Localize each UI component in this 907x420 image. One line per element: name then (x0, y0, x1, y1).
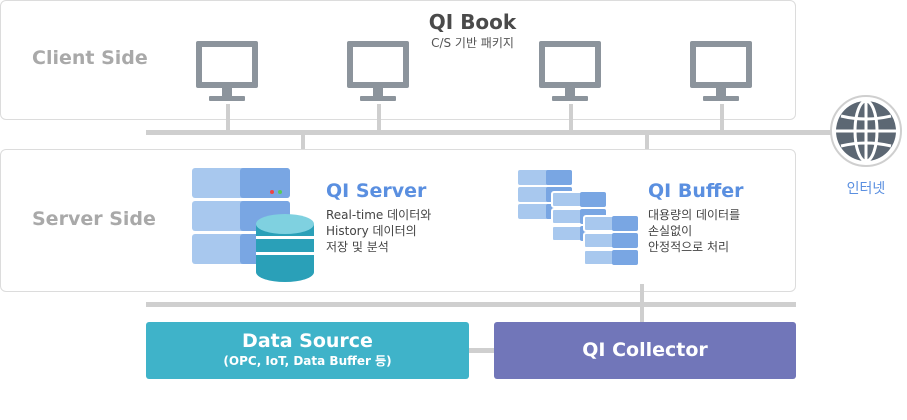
qi-collector-box: QI Collector (494, 322, 796, 379)
qi-buffer-desc-line: 안정적으로 처리 (648, 240, 730, 254)
qi-book-title: QI Book (428, 10, 517, 34)
connector-line (377, 104, 381, 132)
qi-buffer-title: QI Buffer (648, 180, 744, 202)
source-collector-link (468, 348, 496, 353)
data-source-subtitle: (OPC, IoT, Data Buffer 등) (223, 354, 392, 368)
network-bus-line (146, 130, 846, 135)
connector-line (301, 133, 305, 159)
data-source-title: Data Source (242, 330, 373, 352)
connector-line (569, 104, 573, 132)
qi-book-subtitle: C/S 기반 패키지 (431, 36, 514, 50)
monitor-icon (539, 41, 601, 101)
globe-icon (830, 95, 902, 167)
qi-server-desc-line: History 데이터의 (326, 224, 417, 238)
internet-label: 인터넷 (846, 181, 886, 197)
qi-server-desc-line: 저장 및 분석 (326, 240, 389, 254)
client-side-label: Client Side (32, 47, 148, 69)
monitor-icon (690, 41, 752, 101)
server-side-label: Server Side (32, 208, 156, 230)
qi-server-desc-line: Real-time 데이터와 (326, 208, 432, 222)
qi-collector-title: QI Collector (582, 339, 708, 361)
server-database-icon (192, 168, 314, 282)
connector-line (226, 104, 230, 132)
server-side-panel (0, 149, 796, 292)
monitor-icon (196, 41, 258, 101)
buffer-servers-icon (518, 170, 639, 266)
connector-line (720, 104, 724, 132)
qi-server-title: QI Server (326, 180, 427, 202)
connector-line (645, 133, 649, 159)
qi-buffer-desc-line: 대용량의 데이터를 (648, 208, 741, 222)
monitor-icon (347, 41, 409, 101)
data-source-box: Data Source (OPC, IoT, Data Buffer 등) (146, 322, 469, 379)
qi-buffer-desc-line: 손실없이 (648, 224, 693, 238)
data-bus-line (146, 302, 796, 307)
